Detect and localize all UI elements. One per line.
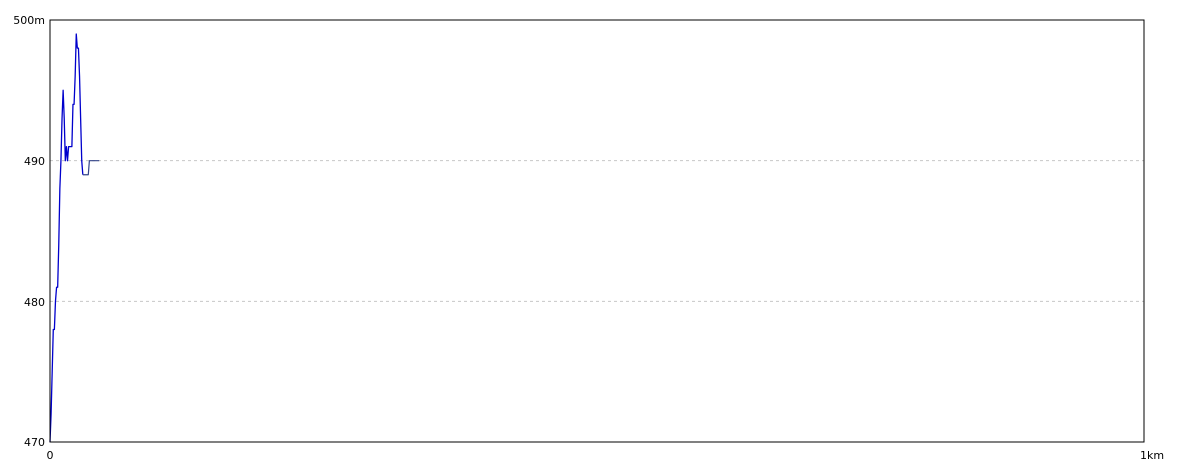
elevation-line-0 xyxy=(49,33,84,443)
y-tick-label-470: 470 xyxy=(24,436,45,449)
y-tick-label-500: 500m xyxy=(13,14,45,27)
y-tick-label-490: 490 xyxy=(24,155,45,168)
elevation-series xyxy=(49,33,100,443)
x-tick-label-0: 0 xyxy=(47,449,54,462)
elevation-line-tail-0 xyxy=(82,160,100,176)
x-tick-label-1km: 1km xyxy=(1140,449,1164,462)
plot-frame xyxy=(49,19,1145,443)
y-tick-label-480: 480 xyxy=(24,296,45,309)
plot-background xyxy=(50,20,1144,442)
grid-lines xyxy=(50,160,1144,302)
